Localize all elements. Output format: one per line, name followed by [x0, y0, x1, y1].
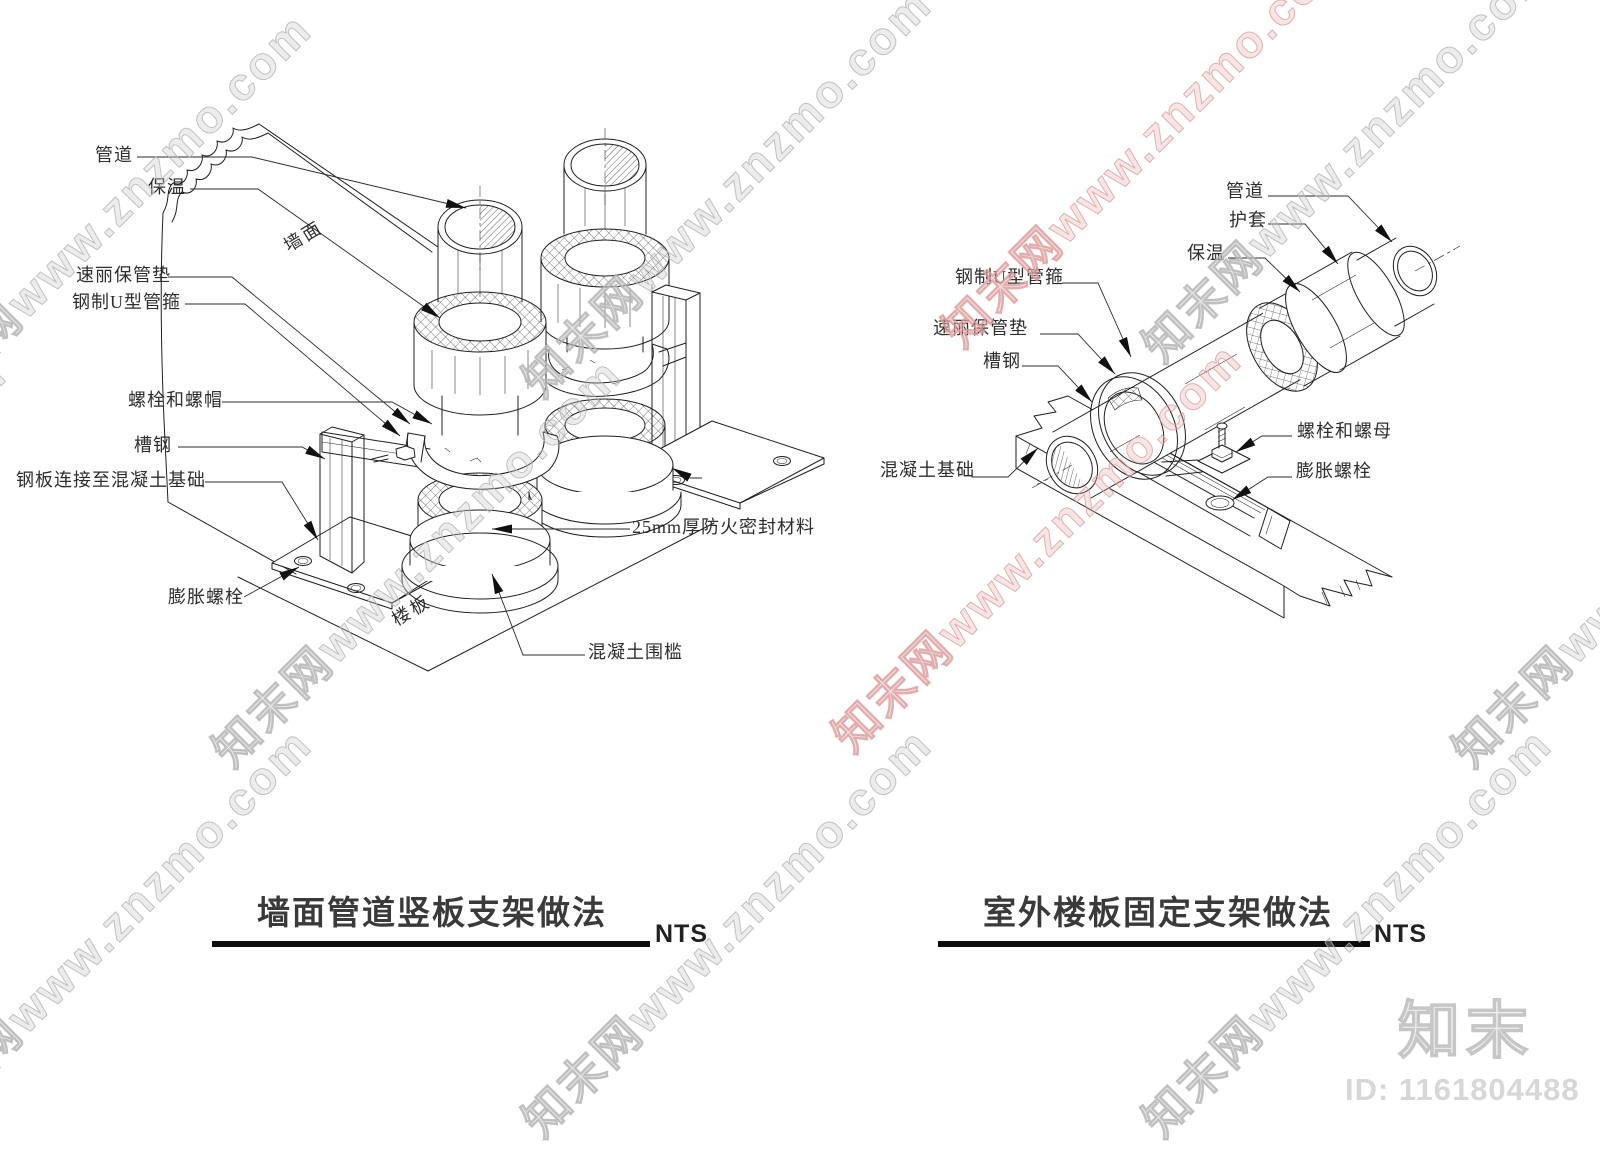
label-plate-to-concrete: 钢板连接至混凝土基础 [16, 470, 206, 490]
figure-floor-pipe-support-drawing [972, 195, 1461, 619]
label-concrete-foundation: 混凝土基础 [880, 460, 975, 480]
znzmo-logo: 知末 [1397, 996, 1535, 1067]
floor-slab [237, 522, 715, 672]
title-underline-right [938, 941, 1370, 947]
wall [160, 123, 439, 575]
figure-wall-pipe-support-drawing [137, 123, 825, 672]
label-u-clamp: 钢制U型管箍 [72, 292, 181, 312]
figure-title-right: 室外楼板固定支架做法 [983, 896, 1333, 932]
leader-lines [972, 195, 1393, 501]
label-bolt-and-cap: 螺栓和螺帽 [128, 390, 223, 410]
label-pipe: 管道 [95, 145, 133, 165]
title-underline-left [212, 941, 650, 947]
label-insulation: 保温 [1187, 243, 1225, 263]
leader-lines [137, 156, 702, 656]
label-fireproof-seal: 25mm厚防火密封材料 [632, 517, 816, 537]
u-clamp [1090, 372, 1251, 480]
insulation-assembly [1246, 251, 1405, 392]
scale-note-left: NTS [655, 920, 708, 948]
label-bolt-and-nut: 螺栓和螺母 [1297, 421, 1392, 441]
concrete-curb-rear [528, 435, 682, 538]
concrete-foundation [1015, 395, 1393, 619]
label-concrete-curb: 混凝土围槛 [588, 642, 683, 662]
vertical-pipe-front [413, 186, 547, 556]
scale-note-right: NTS [1374, 920, 1427, 948]
watermark: 知末网www.znzmo.com [0, 347, 17, 777]
concrete-curb-front [401, 509, 559, 614]
label-expansion-bolt: 膨胀螺栓 [1296, 461, 1372, 481]
label-channel-steel: 槽钢 [983, 351, 1021, 371]
label-sheath: 护套 [1229, 210, 1267, 230]
label-pipe-pad: 速丽保管垫 [76, 265, 171, 285]
figure-title-left: 墙面管道竖板支架做法 [257, 896, 607, 932]
horizontal-pipe [1035, 237, 1456, 499]
label-insulation: 保温 [148, 177, 186, 197]
label-expansion-bolt-left: 膨胀螺栓 [168, 587, 244, 607]
vertical-pipe-rear [495, 128, 687, 479]
label-u-clamp: 钢制U型管箍 [955, 267, 1064, 287]
document-id: ID: 1161804488 [1345, 1072, 1580, 1107]
u-bolt-clamp-front [371, 431, 560, 490]
channel-steel-column [319, 426, 431, 574]
label-pipe: 管道 [1226, 181, 1264, 201]
label-channel-steel: 槽钢 [134, 435, 172, 455]
label-pipe-pad: 速丽保管垫 [933, 318, 1028, 338]
